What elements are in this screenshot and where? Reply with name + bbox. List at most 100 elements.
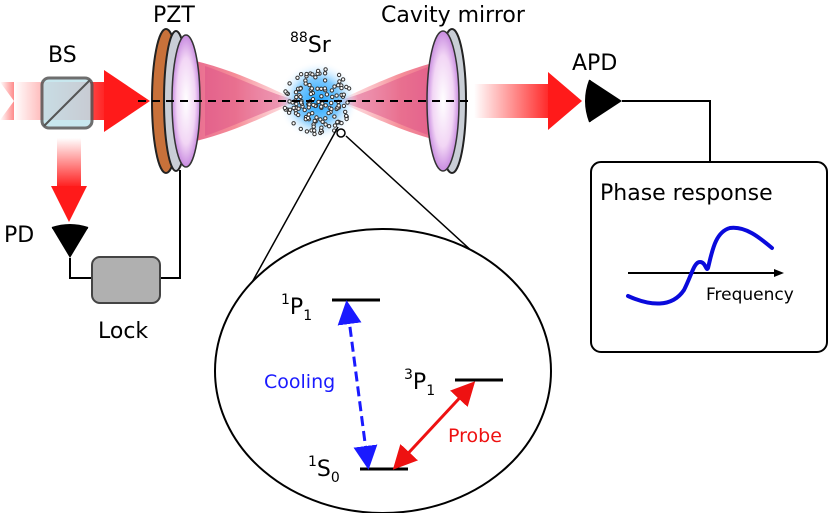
atom-dot bbox=[303, 81, 308, 86]
atom-dot bbox=[307, 82, 312, 88]
atom-dot bbox=[344, 84, 349, 90]
atom-dot bbox=[306, 112, 311, 117]
atom-dot bbox=[291, 105, 296, 111]
atom-dot bbox=[339, 85, 344, 91]
atom-dot bbox=[304, 129, 310, 134]
atom-dot bbox=[341, 103, 347, 109]
zoom-marker bbox=[336, 128, 346, 138]
cavity-mirror bbox=[426, 28, 467, 174]
atom-dot bbox=[293, 90, 299, 95]
atom-dot bbox=[305, 115, 311, 121]
frequency-label: Frequency bbox=[706, 285, 794, 305]
atom-dot bbox=[282, 105, 288, 111]
atom-dot bbox=[318, 117, 323, 122]
atom-dot bbox=[312, 118, 317, 124]
cooling-transition-arrow bbox=[337, 300, 378, 470]
atom-dot bbox=[330, 94, 335, 100]
atom-dot bbox=[298, 126, 303, 132]
atom-dot bbox=[312, 131, 317, 137]
atom-dot bbox=[323, 103, 328, 108]
atom-dot bbox=[329, 100, 334, 106]
level-1p1-label: 1P1 bbox=[281, 292, 312, 324]
lock-label: Lock bbox=[98, 319, 148, 344]
atom-dot bbox=[314, 115, 319, 120]
atom-dot bbox=[315, 86, 320, 91]
atom-dot bbox=[336, 83, 341, 88]
atom-dot bbox=[336, 103, 341, 108]
output-beam bbox=[474, 72, 582, 130]
atom-dot bbox=[307, 102, 312, 107]
atom-dot bbox=[319, 125, 324, 130]
atom-dot bbox=[298, 100, 304, 105]
reflected-beam bbox=[51, 138, 87, 222]
atom-dot bbox=[322, 78, 328, 83]
atom-dot bbox=[304, 71, 309, 77]
atom-dot bbox=[332, 123, 338, 128]
atom-cloud bbox=[278, 61, 358, 141]
atom-dot bbox=[323, 116, 328, 121]
atom-dot bbox=[298, 94, 303, 100]
probe-label: Probe bbox=[448, 425, 502, 447]
atom-dot bbox=[295, 75, 300, 81]
phase-response-title: Phase response bbox=[600, 181, 773, 206]
atom-dot bbox=[336, 72, 342, 78]
pd-lock-wire bbox=[69, 170, 181, 279]
atoms-label: 88Sr bbox=[290, 30, 332, 58]
cavity-mirror-label: Cavity mirror bbox=[381, 3, 526, 28]
atom-dot bbox=[298, 86, 303, 91]
atom-dot bbox=[287, 107, 293, 113]
apd-icon bbox=[585, 79, 622, 123]
atoms-mass-number: 88 bbox=[290, 30, 308, 46]
pd-label: PD bbox=[4, 223, 34, 248]
atom-dot bbox=[334, 93, 339, 98]
atoms-element: Sr bbox=[308, 33, 332, 58]
atom-dot bbox=[291, 121, 296, 126]
atom-dot bbox=[322, 86, 328, 91]
atom-dot bbox=[329, 88, 335, 93]
atom-dot bbox=[332, 84, 337, 89]
atom-dot bbox=[287, 99, 292, 104]
atom-dot bbox=[329, 106, 334, 112]
atom-dot bbox=[320, 101, 325, 106]
atom-dot bbox=[302, 107, 307, 113]
atom-dot bbox=[310, 72, 315, 77]
atom-dot bbox=[343, 109, 348, 115]
bs-label: BS bbox=[48, 43, 77, 68]
phase-response-curve bbox=[626, 225, 774, 306]
atom-dot bbox=[319, 86, 324, 92]
pzt-label: PZT bbox=[153, 3, 195, 28]
atom-dot bbox=[344, 113, 349, 119]
atom-dot bbox=[296, 112, 301, 118]
atom-dot bbox=[322, 71, 328, 76]
atom-dot bbox=[335, 119, 340, 125]
atom-dot bbox=[294, 94, 299, 100]
atom-dot bbox=[310, 111, 315, 116]
atom-dot bbox=[332, 114, 337, 119]
atom-dot bbox=[283, 89, 288, 94]
apd-label: APD bbox=[572, 51, 617, 76]
atom-dot bbox=[311, 124, 316, 129]
atom-dot bbox=[316, 99, 321, 105]
atom-dot bbox=[326, 124, 332, 129]
atom-dot bbox=[313, 75, 318, 80]
beam-splitter bbox=[40, 76, 94, 130]
atom-dot bbox=[341, 92, 346, 97]
lock-box bbox=[91, 256, 161, 304]
cooling-label: Cooling bbox=[264, 371, 335, 393]
probe-transition-arrow bbox=[392, 381, 476, 470]
atom-dot bbox=[319, 94, 324, 99]
photodiode-icon bbox=[51, 224, 89, 258]
atom-dot bbox=[324, 92, 330, 97]
atom-dot bbox=[315, 68, 321, 74]
atom-dot bbox=[308, 91, 314, 97]
atom-dot bbox=[287, 81, 292, 86]
atom-dot bbox=[312, 128, 317, 133]
atom-dot bbox=[323, 67, 328, 72]
apd-wire bbox=[622, 100, 711, 162]
level-1s0-label: 1S0 bbox=[308, 454, 340, 486]
atom-dot bbox=[309, 86, 314, 91]
atom-dot bbox=[340, 77, 346, 82]
atom-dot bbox=[323, 122, 328, 127]
atom-dot bbox=[311, 102, 316, 108]
